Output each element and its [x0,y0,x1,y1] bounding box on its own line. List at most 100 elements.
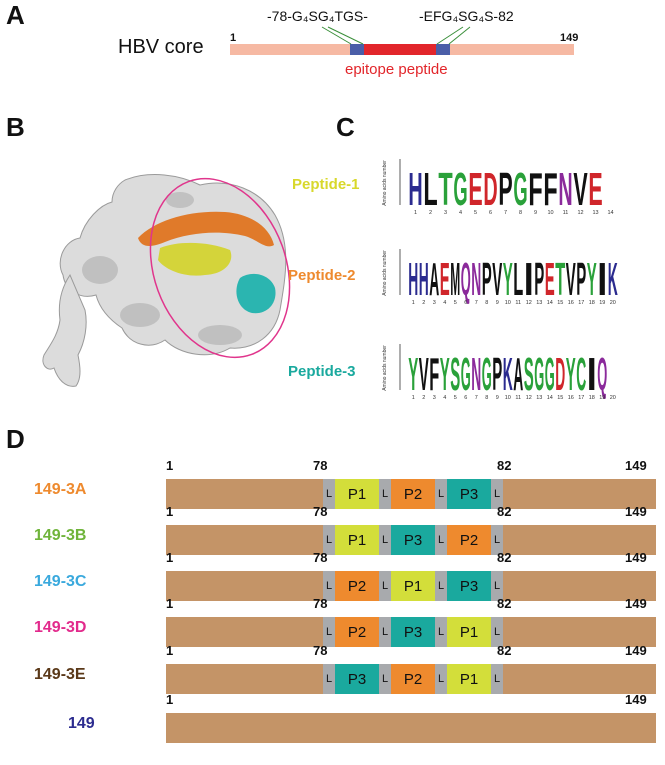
position-78: 78 [313,550,328,565]
peptide-segment-p1: P1 [447,617,491,647]
panel-a-letter: A [6,0,25,30]
peptide-segment-p1: P1 [447,664,491,694]
logo-tick-label: 8 [485,300,488,306]
logo-residue: E [545,253,555,305]
logo-residue: P [492,348,502,400]
construct-name: 149 [68,715,95,732]
linker-segment: L [379,571,391,601]
logo-residue: Q [597,348,607,400]
logo-tick-label: 7 [475,300,478,306]
logo-tick-label: 19 [599,395,605,401]
logo-tick-label: 9 [496,300,499,306]
peptide-3-label: Peptide-3 [288,363,356,380]
logo-residue: G [545,348,555,400]
peptide-2-surface [138,211,274,247]
linker-segment: L [435,479,447,509]
linker-segment: L [379,479,391,509]
linker-segment: L [323,571,335,601]
logo-tick-label: 17 [578,300,584,306]
linker-segment: L [323,525,335,555]
logo-residue: Y [587,253,597,305]
logo-residue: I [587,348,597,400]
panel-d-letter: D [6,424,25,454]
epitope-bar [364,44,436,55]
logo-tick-label: 2 [422,300,425,306]
right-linker-pointer-1 [436,26,464,45]
peptide-1-label: Peptide-1 [292,176,360,193]
logo-tick-label: 5 [454,395,457,401]
protein-shading [82,192,242,345]
logo-residue: F [528,163,542,215]
logo-residue: G [513,163,527,215]
logo-tick-label: 6 [464,395,467,401]
position-82: 82 [497,643,512,658]
linker-segment: L [379,525,391,555]
peptide-segment-p1: P1 [335,479,379,509]
logo-residue: Q [461,253,471,305]
logo-tick-label: 6 [489,210,492,216]
logo-tick-label: 8 [519,210,522,216]
logo-residue: L [423,163,437,215]
logo-residue: I [524,253,534,305]
logo-residue: E [588,163,602,215]
logo-residue: Y [566,348,576,400]
logo-residue: H [408,163,422,215]
position-78: 78 [313,458,328,473]
linker-segment: L [323,479,335,509]
peptide-segment-p2: P2 [391,664,435,694]
logo-residue: G [482,348,492,400]
logo-tick-label: 2 [429,210,432,216]
logo-tick-label: 1 [412,300,415,306]
logo-tick-label: 7 [504,210,507,216]
logo-tick-label: 11 [563,210,569,216]
position-start: 1 [166,596,174,611]
position-start: 1 [166,458,174,473]
logo-tick-label: 19 [599,300,605,306]
right-linker-box [436,44,450,55]
logo-residue: Y [408,348,418,400]
logo-residue: S [450,348,460,400]
logo-residue: Y [503,253,513,305]
linker-segment: L [491,525,503,555]
position-78: 78 [313,504,328,519]
logo-residue: L [513,253,523,305]
linker-segment: L [435,617,447,647]
logo-residue: Y [440,348,450,400]
linker-segment: L [323,664,335,694]
logo-residue: V [492,253,502,305]
peptide-segment-p3: P3 [335,664,379,694]
position-82: 82 [497,550,512,565]
logo-tick-label: 7 [475,395,478,401]
hbv-core-label: HBV core [118,36,204,58]
right-linker-pointer-2 [448,26,471,45]
peptide-segment-p2: P2 [335,617,379,647]
logo-residue: N [558,163,572,215]
linker-segment: L [435,571,447,601]
logo-tick-label: 14 [547,300,553,306]
logo-tick-label: 9 [534,210,537,216]
position-end: 149 [625,692,647,707]
position-end: 149 [625,596,647,611]
logo-tick-label: 11 [515,395,521,401]
logo-residue: P [576,253,586,305]
logo-tick-label: 20 [610,395,616,401]
peptide-3-surface [236,273,276,314]
logo-axis-label: Amino acids number [382,250,388,296]
epitope-peptide-label: epitope peptide [345,61,448,78]
peptide-1-surface [158,242,232,276]
linker-segment: L [491,664,503,694]
logo-tick-label: 10 [505,300,511,306]
core-start-number: 1 [230,32,237,44]
linker-segment: L [435,664,447,694]
logo-tick-label: 4 [459,210,462,216]
logo-residue: V [419,348,429,400]
left-linker-sequence: -78-G₄SG₄TGS- [267,8,368,24]
peptide-segment-p2: P2 [447,525,491,555]
position-end: 149 [625,458,647,473]
logo-residue: N [471,253,481,305]
position-82: 82 [497,504,512,519]
